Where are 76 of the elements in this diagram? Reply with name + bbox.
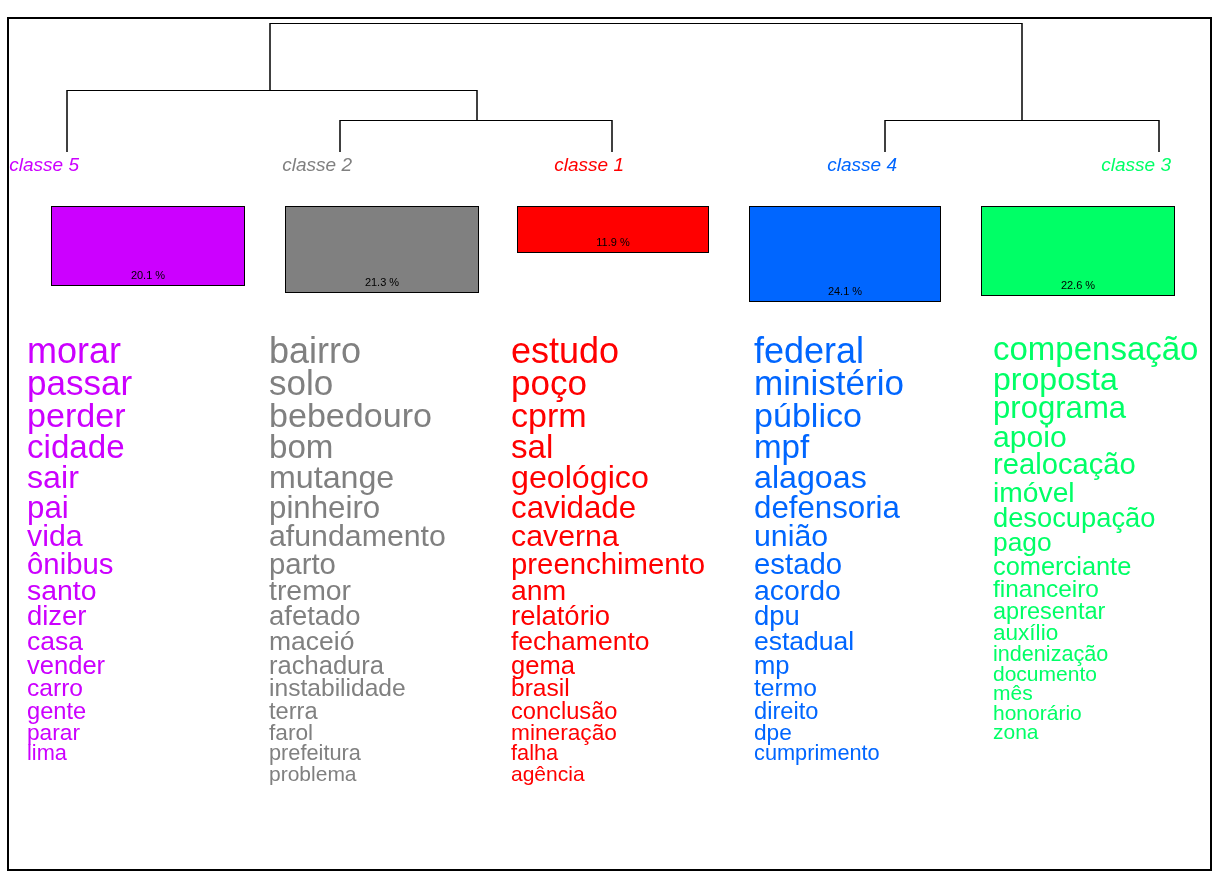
word-label: gente bbox=[27, 700, 88, 723]
class-label: classe 3 bbox=[1101, 154, 1171, 176]
class-label: classe 5 bbox=[9, 154, 79, 176]
word-label: bebedouro bbox=[269, 400, 433, 432]
percentage-label: 21.3 % bbox=[363, 276, 401, 288]
word-label: brasil bbox=[511, 677, 570, 701]
word-label: geológico bbox=[511, 462, 650, 493]
dendrogram-line bbox=[1158, 119, 1160, 153]
word-label: sair bbox=[27, 462, 80, 493]
word-label: união bbox=[754, 521, 830, 550]
word-label: morar bbox=[27, 334, 122, 368]
word-label: prefeitura bbox=[269, 743, 362, 764]
word-label: direito bbox=[754, 700, 820, 723]
word-label: dpe bbox=[754, 722, 792, 744]
word-label: cumprimento bbox=[754, 743, 881, 764]
word-label: desocupação bbox=[993, 504, 1157, 531]
word-label: agência bbox=[511, 763, 586, 784]
word-label: indenização bbox=[993, 643, 1110, 664]
percentage-label: 20.1 % bbox=[129, 269, 167, 281]
word-label: estudo bbox=[511, 334, 621, 368]
word-label: vender bbox=[27, 653, 107, 678]
word-label: pago bbox=[993, 530, 1052, 555]
word-label: compensação bbox=[993, 334, 1199, 365]
word-label: apresentar bbox=[993, 601, 1107, 623]
word-label: instabilidade bbox=[269, 677, 407, 701]
word-label: zona bbox=[993, 722, 1040, 742]
word-label: fechamento bbox=[511, 628, 651, 654]
word-label: lima bbox=[27, 743, 67, 764]
word-label: afetado bbox=[269, 603, 362, 629]
word-label: ônibus bbox=[27, 549, 115, 578]
word-label: imóvel bbox=[993, 478, 1075, 505]
word-label: rachadura bbox=[269, 653, 385, 678]
dendrogram-line bbox=[269, 22, 271, 91]
word-label: mês bbox=[993, 683, 1034, 703]
word-label: dpu bbox=[754, 603, 800, 629]
word-label: mineração bbox=[511, 722, 618, 744]
word-label: parto bbox=[269, 549, 337, 578]
class-label: classe 1 bbox=[554, 154, 624, 176]
word-label: gema bbox=[511, 653, 576, 678]
word-label: relatório bbox=[511, 603, 611, 629]
dendrogram-line bbox=[884, 119, 886, 153]
word-label: poço bbox=[511, 367, 588, 401]
word-label: preenchimento bbox=[511, 549, 706, 578]
word-label: mutange bbox=[269, 462, 396, 493]
word-label: financeiro bbox=[993, 578, 1100, 602]
word-label: federal bbox=[754, 334, 865, 368]
class-label: classe 4 bbox=[827, 154, 897, 176]
word-label: santo bbox=[27, 577, 98, 604]
dendrogram-line bbox=[1021, 22, 1023, 121]
word-label: casa bbox=[27, 628, 83, 654]
class-label: classe 2 bbox=[282, 154, 352, 176]
word-label: falha bbox=[511, 743, 559, 764]
dendrogram-line bbox=[339, 119, 341, 153]
word-label: ministério bbox=[754, 367, 904, 401]
word-label: honorário bbox=[993, 702, 1083, 723]
word-label: acordo bbox=[754, 577, 842, 604]
word-label: carro bbox=[27, 677, 85, 701]
dendrogram-line bbox=[611, 119, 613, 153]
word-label: terra bbox=[269, 700, 319, 723]
word-label: dizer bbox=[27, 603, 88, 629]
word-label: público bbox=[754, 400, 863, 432]
word-label: caverna bbox=[511, 521, 620, 550]
percentage-label: 22.6 % bbox=[1059, 279, 1097, 291]
word-label: maceió bbox=[269, 628, 355, 654]
percentage-label: 24.1 % bbox=[826, 285, 864, 297]
percentage-label: 11.9 % bbox=[595, 236, 631, 248]
word-label: estado bbox=[754, 549, 844, 578]
word-label: bairro bbox=[269, 334, 363, 368]
dendrogram-line bbox=[66, 89, 68, 153]
word-label: farol bbox=[269, 722, 314, 744]
word-label: bom bbox=[269, 431, 335, 463]
dendrogram-line bbox=[476, 89, 478, 121]
word-label: conclusão bbox=[511, 700, 619, 723]
word-label: passar bbox=[27, 367, 133, 401]
word-label: solo bbox=[269, 367, 335, 401]
word-label: realocação bbox=[993, 451, 1137, 479]
